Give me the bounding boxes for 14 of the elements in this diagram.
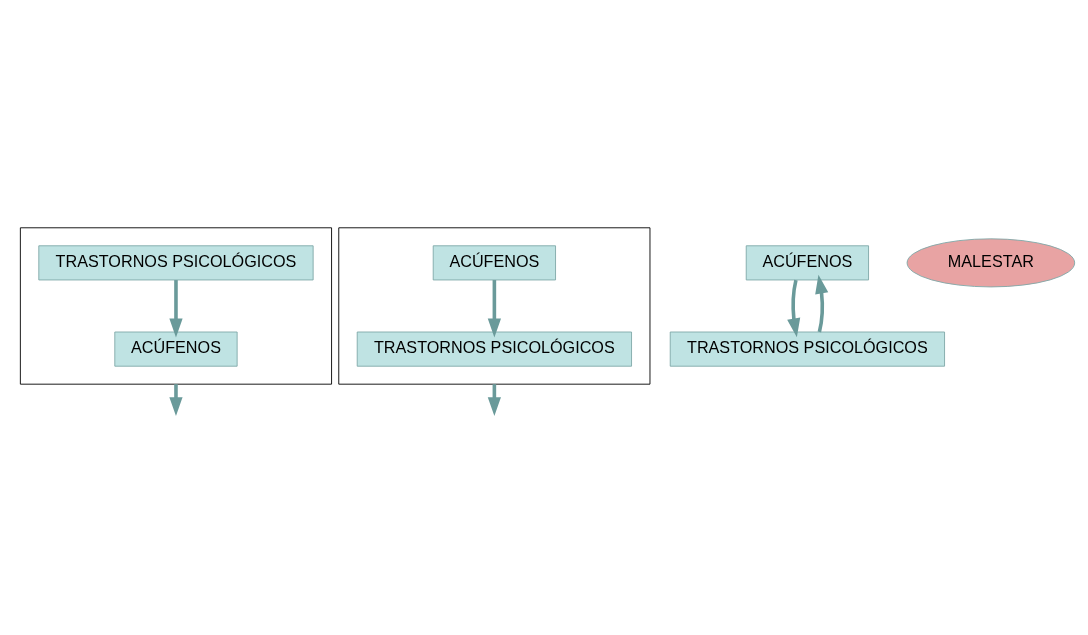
arrow (787, 279, 801, 338)
node-box: ACÚFENOS (114, 331, 238, 367)
node-ellipse: MALESTAR (906, 238, 1076, 288)
arrow (169, 280, 183, 338)
node-box: TRASTORNOS PSICOLÓGICOS (38, 245, 314, 281)
cluster (19, 227, 333, 385)
arrow (487, 280, 501, 338)
node-box: TRASTORNOS PSICOLÓGICOS (356, 331, 632, 367)
node-box: TRASTORNOS PSICOLÓGICOS (669, 331, 945, 367)
arrow (815, 274, 829, 333)
arrow (169, 384, 183, 417)
node-box: ACÚFENOS (432, 245, 556, 281)
cluster (338, 227, 651, 385)
node-box: ACÚFENOS (745, 245, 869, 281)
